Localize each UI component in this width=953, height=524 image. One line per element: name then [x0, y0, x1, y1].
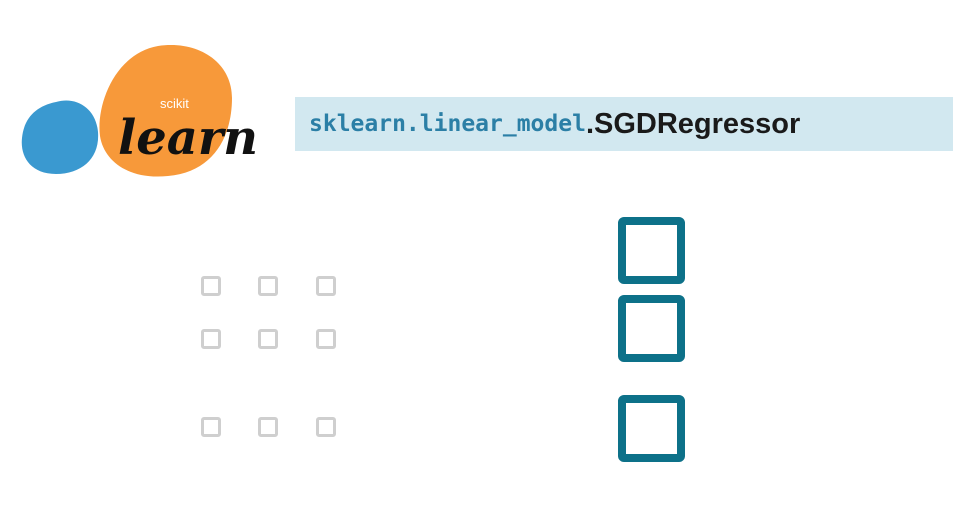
- output-cell: [618, 395, 685, 462]
- input-cell: [201, 329, 221, 349]
- logo-small-text: scikit: [160, 96, 189, 111]
- title-banner: sklearn.linear_model .SGDRegressor: [295, 97, 953, 151]
- class-name: .SGDRegressor: [585, 107, 801, 140]
- input-cell: [258, 329, 278, 349]
- module-path: sklearn.linear_model: [309, 111, 586, 137]
- logo-blue-blob: [21, 100, 99, 174]
- output-cell: [618, 295, 685, 362]
- input-cell: [258, 417, 278, 437]
- input-cell: [201, 417, 221, 437]
- logo-big-text: learn: [118, 110, 258, 166]
- input-cell: [201, 276, 221, 296]
- input-cell: [316, 329, 336, 349]
- input-cell: [258, 276, 278, 296]
- input-cell: [316, 417, 336, 437]
- output-cell: [618, 217, 685, 284]
- scikit-learn-logo: scikit learn: [18, 40, 268, 180]
- logo-graphic: scikit learn: [21, 45, 258, 177]
- input-cell: [316, 276, 336, 296]
- logo-orange-blob: [99, 45, 232, 177]
